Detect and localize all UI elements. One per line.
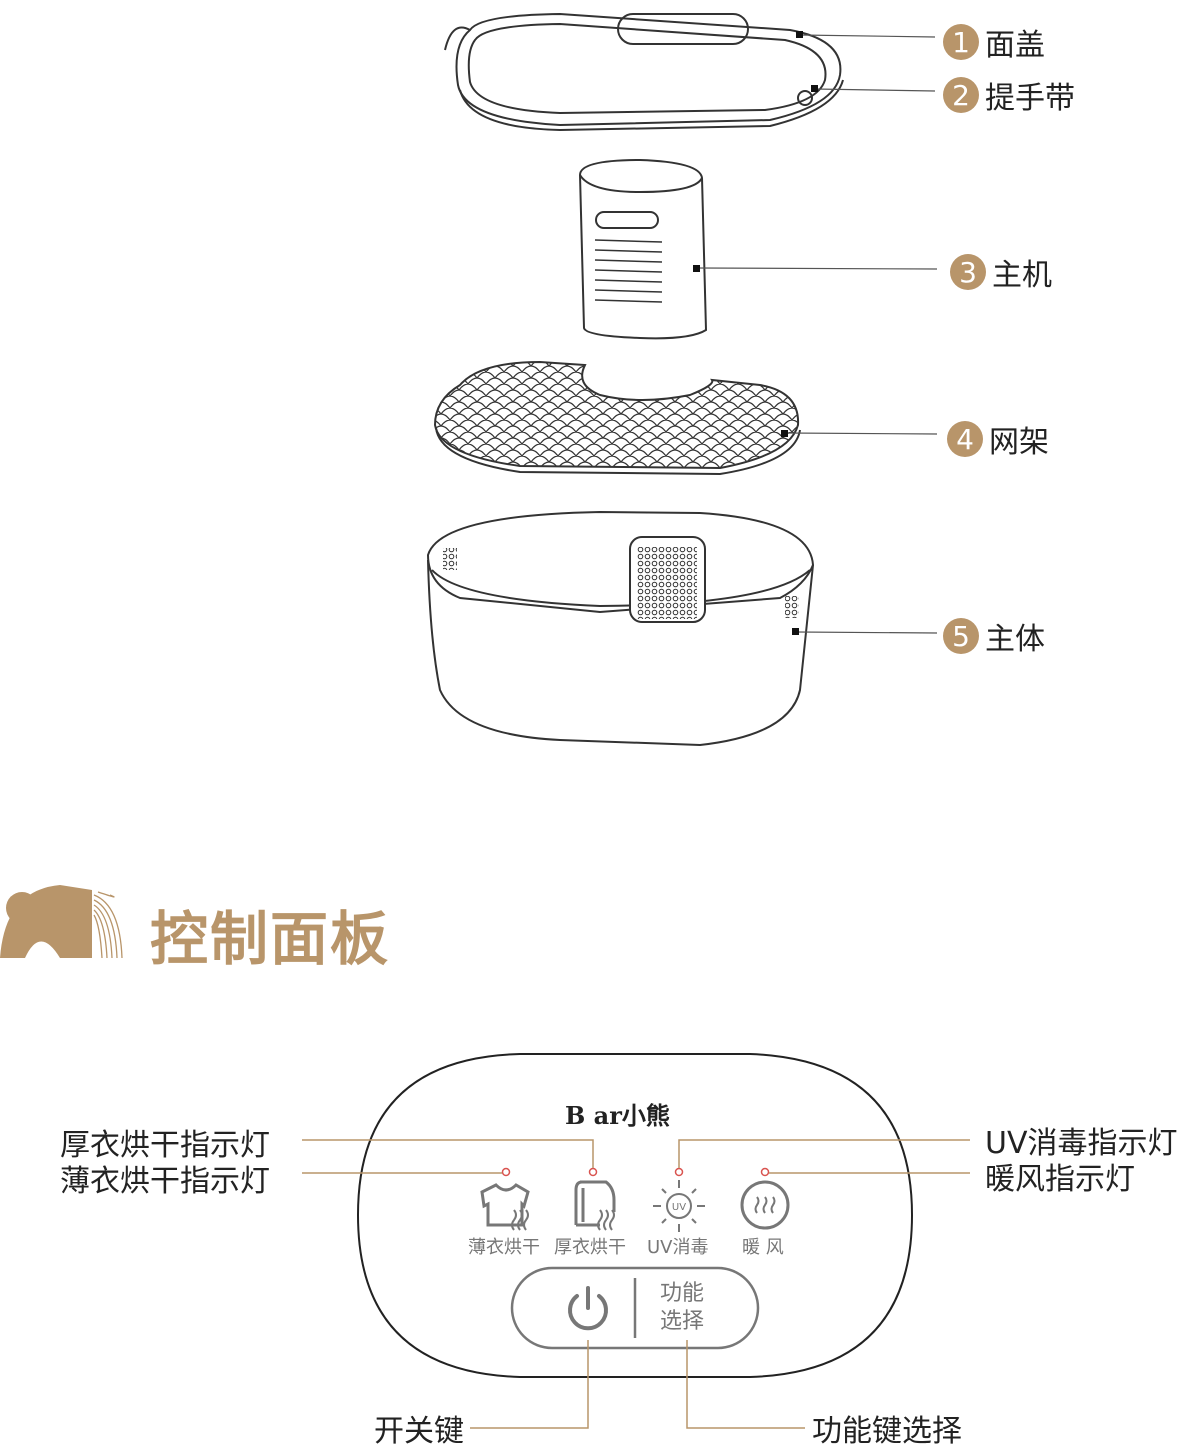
callout-lines [302,1139,970,1429]
uv-sun-icon [653,1180,705,1232]
part-number-badge: 4 [947,421,983,457]
power-icon [568,1286,608,1331]
part-name: 主体 [985,622,1045,657]
lid-drawing [444,12,844,132]
brand-logo: B ar小熊 [565,1101,670,1130]
section-title: 控制面板 [150,905,391,973]
callout-function-key: 功能键选择 [812,1414,962,1449]
warm-air-icon [740,1180,790,1230]
power-button[interactable] [552,1280,624,1340]
thin-clothes-icon [480,1183,530,1231]
callout-power-key: 开关键 [374,1414,464,1449]
body-drawing [426,510,815,747]
part-label-rack: 4 网架 [947,417,1049,461]
indicator-caption-thick: 厚衣烘干 [554,1237,626,1258]
callout-thin-dry-indicator: 薄衣烘干指示灯 [60,1164,270,1199]
callout-warm-air-indicator: 暖风指示灯 [985,1162,1135,1197]
part-label-lid: 1 面盖 [943,20,1045,64]
function-label-line1: 功能 [660,1281,705,1306]
part-name: 网架 [989,425,1049,460]
part-number-badge: 3 [950,254,986,290]
part-name: 提手带 [985,81,1075,116]
indicator-caption-warm-air: 暖 风 [742,1237,784,1258]
section-logo-icon [0,885,123,959]
part-label-host: 3 主机 [950,250,1052,294]
part-name: 主机 [992,258,1052,293]
callout-uv-indicator: UV消毒指示灯 [985,1126,1178,1161]
rack-drawing [433,360,801,476]
uv-icon-label: UV [672,1202,686,1213]
part-number-badge: 5 [943,618,979,654]
indicator-lights [501,1167,770,1177]
thick-clothes-icon [574,1180,616,1231]
function-label-line2: 选择 [660,1309,705,1334]
indicator-caption-uv: UV消毒 [647,1237,709,1258]
part-number-badge: 1 [943,24,979,60]
part-label-handle-strap: 2 提手带 [943,73,1075,117]
part-leader-lines [696,34,938,634]
indicator-caption-thin: 薄衣烘干 [468,1237,540,1258]
function-select-button[interactable]: 功能 选择 [660,1280,704,1336]
callout-thick-dry-indicator: 厚衣烘干指示灯 [60,1128,270,1163]
host-drawing [578,158,708,340]
part-name: 面盖 [985,28,1045,63]
part-number-badge: 2 [943,77,979,113]
part-label-main-body: 5 主体 [943,614,1045,658]
